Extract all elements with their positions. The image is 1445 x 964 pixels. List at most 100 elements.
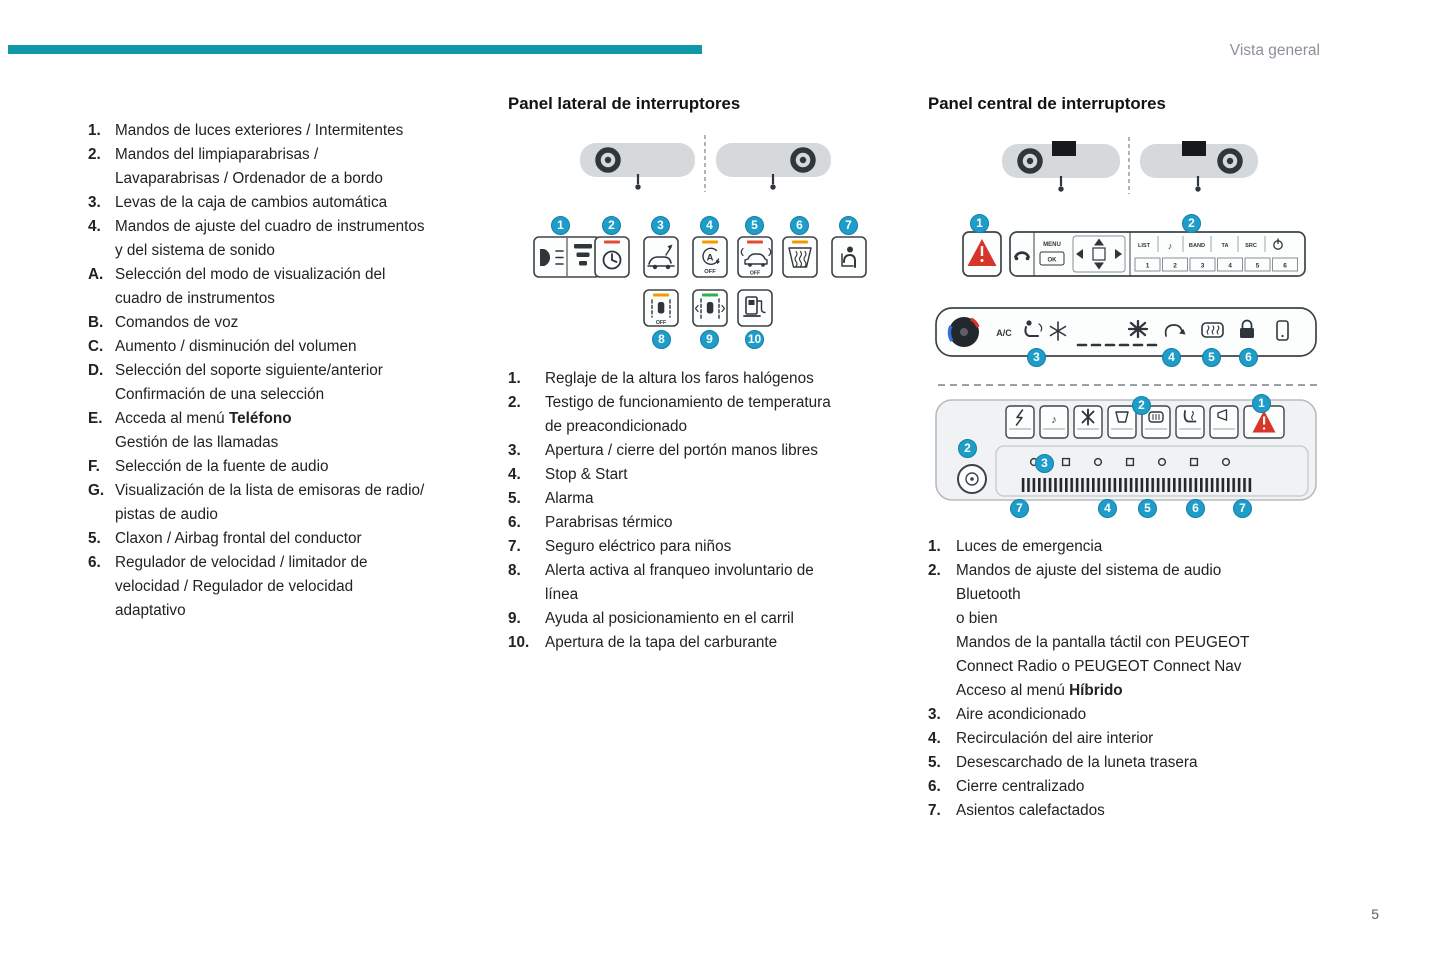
leveling-dial-icon (574, 244, 592, 249)
list-item-text: Ayuda al posicionamiento en el carril (545, 610, 794, 627)
preset-2-label: 2 (1173, 263, 1177, 270)
central-panel-illustration: MENU OK LIST ♪ BAND TA SRC (935, 137, 1318, 501)
indicator-lamp (604, 240, 620, 244)
headlight-icon (540, 249, 551, 266)
preset-buttons-row: 1 2 3 4 5 6 (1134, 257, 1298, 272)
list-item-number: B. (88, 314, 104, 331)
list-item-text: Desescarchado de la luneta trasera (956, 754, 1198, 771)
off-label: OFF (704, 269, 716, 275)
alarm-button: OFF (737, 236, 773, 278)
lane-positioning-button (692, 289, 728, 327)
list-item-number: 6. (928, 778, 941, 795)
list-item: 4.Mandos de ajuste del cuadro de instrum… (88, 215, 494, 263)
steering-wheel-icon (790, 147, 816, 173)
list-item: 7.Seguro eléctrico para niños (508, 535, 898, 559)
fuel-pump-icon (745, 296, 758, 315)
steering-wheel-icon (1217, 148, 1243, 174)
list-item: 1.Mandos de luces exteriores / Intermite… (88, 119, 494, 143)
preset-5-label: 5 (1256, 263, 1260, 270)
callout-lower-2: 2 (1132, 396, 1151, 415)
list-item-number: 4. (928, 730, 941, 747)
vent-grille (1020, 478, 1254, 492)
list-item-text: Alarma (545, 490, 594, 507)
list-item: 1. Luces de emergencia (928, 535, 1334, 559)
list-item-text: Aumento / disminución del volumen (115, 338, 357, 355)
list-item-text: Asientos calefactados (956, 802, 1105, 819)
seat-ventilation-icon (1024, 320, 1043, 337)
touchscreen-icon (1052, 141, 1076, 156)
callout-side-4: 4 (700, 216, 719, 235)
list-item: 4.Stop & Start (508, 463, 898, 487)
callout-side-1: 1 (551, 216, 570, 235)
rear-defrost-icon (1148, 411, 1164, 423)
list-item-number: E. (88, 410, 103, 427)
front-defrost-icon (1115, 411, 1129, 423)
list-item-text: Visualización de la lista de emisoras de… (115, 482, 425, 523)
child-icon (847, 246, 853, 253)
callout-bottom-4: 4 (1098, 499, 1117, 518)
callout-side-2: 2 (602, 216, 621, 235)
volume-knob (957, 464, 987, 494)
ok-label: OK (1048, 258, 1058, 264)
cockpit-rhd-icon (716, 143, 831, 190)
lane-departure-warning-button: OFF (643, 289, 679, 327)
toggle-switch-row: ♪ (1005, 405, 1239, 439)
preconditioning-button (594, 236, 630, 278)
list-item-text: Aire acondicionado (956, 706, 1087, 723)
media-tray (995, 445, 1309, 497)
list-item: 6.Cierre centralizado (928, 775, 1334, 799)
callout-side-10: 10 (745, 330, 764, 349)
cockpit-rhd-icon (1140, 141, 1258, 192)
list-item-number: 9. (508, 610, 521, 627)
lower-console-panel: ♪ (935, 399, 1317, 501)
left-legend-list: 1.Mandos de luces exteriores / Intermite… (88, 119, 494, 623)
list-item-text: Reglaje de la altura los faros halógenos (545, 370, 814, 387)
list-item-number: D. (88, 362, 104, 379)
callout-central-3: 3 (1027, 348, 1046, 367)
navigation-arrows-icon (1072, 235, 1126, 273)
list-item-number: 2. (928, 562, 941, 579)
central-panel-list: 1. Luces de emergencia 2.Mandos de ajuste … (928, 535, 1334, 823)
fan-icon (1081, 408, 1095, 426)
list-item-number: 6. (88, 554, 101, 571)
callout-side-6: 6 (790, 216, 809, 235)
list-item-text: Apertura de la tapa del carburante (545, 634, 778, 651)
ta-label: TA (1221, 243, 1228, 249)
list-item-number: A. (88, 266, 104, 283)
list-item-number: 5. (508, 490, 521, 507)
list-item-number: 1. (508, 370, 521, 387)
list-item-number: 4. (508, 466, 521, 483)
callout-central-6: 6 (1239, 348, 1258, 367)
list-item-number: 1. (928, 538, 941, 555)
indicator-lamp (702, 240, 718, 244)
list-item-text: Levas de la caja de cambios automática (115, 194, 388, 211)
windscreen-icon (788, 247, 812, 268)
list-item: 3. Apertura / cierre del portón manos lib… (508, 439, 898, 463)
list-item-text: Mandos del limpiaparabrisas /Lavaparabri… (115, 146, 383, 187)
list-item-number: 2. (508, 394, 521, 411)
list-item-number: 3. (88, 194, 101, 211)
list-item-text: Luces de emergencia (956, 538, 1103, 555)
list-item-number: G. (88, 482, 105, 499)
central-panel-diagram: MENU OK LIST ♪ BAND TA SRC (930, 132, 1330, 524)
stop-start-a-label: A (707, 253, 714, 264)
climate-control-panel: A/C (935, 307, 1317, 357)
list-item-text: Apertura / cierre del portón manos libre… (545, 442, 818, 459)
preset-4-label: 4 (1228, 263, 1232, 270)
ac-label: A/C (996, 328, 1012, 338)
list-item-number: F. (88, 458, 100, 475)
steering-wheel-icon (1017, 148, 1043, 174)
central-locking-icon (1240, 319, 1254, 338)
side-panel-heading: Panel lateral de interruptores (508, 94, 741, 113)
list-item-number: 1. (88, 122, 101, 139)
list-item-number: 3. (508, 442, 521, 459)
list-item: 6.Parabrisas térmico (508, 511, 898, 535)
callout-central-2: 2 (1182, 214, 1201, 233)
preset-1-label: 1 (1146, 263, 1150, 270)
